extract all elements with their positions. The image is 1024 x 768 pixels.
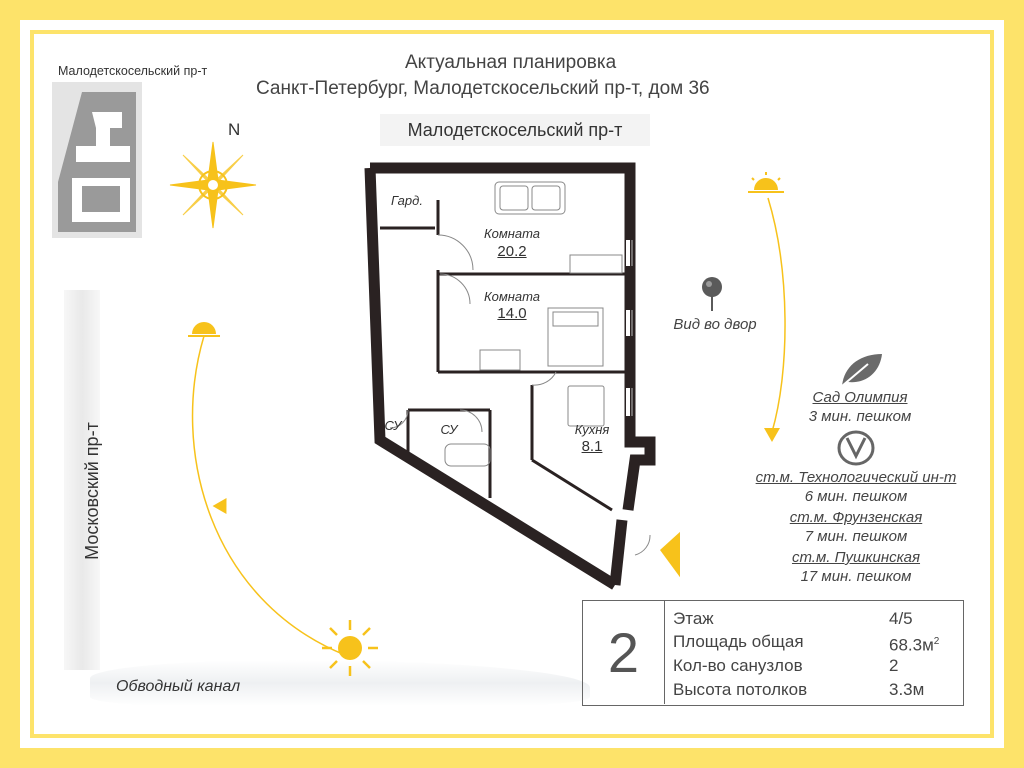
arrow-icon [764, 428, 780, 442]
street-top-label: Малодетскосельский пр-т [380, 114, 650, 146]
bath2-label: СУ [440, 422, 458, 437]
metro-3-name[interactable]: ст.м. Пушкинская [791, 549, 921, 566]
room2-area: 14.0 [497, 305, 527, 322]
info-row-bathrooms: Кол-во санузлов 2 [673, 654, 958, 678]
street-left-label: Московский пр-т [82, 422, 102, 560]
sun-path-right [748, 172, 786, 442]
info-row-floor: Этаж 4/5 [673, 607, 958, 631]
compass-rose-icon [169, 141, 257, 229]
park-walk: 3 мин. пешком [808, 408, 912, 425]
metro-2-walk: 7 мин. пешком [804, 528, 908, 545]
compass-north-label: N [228, 120, 241, 139]
bath1-label: СУ [384, 418, 402, 433]
metro-1-walk: 6 мин. пешком [804, 488, 908, 505]
kitchen-area: 8.1 [581, 438, 603, 455]
canal-label: Обводный канал [116, 678, 241, 695]
metro-1-name[interactable]: ст.м. Технологический ин-т [755, 469, 957, 486]
title-line-2: Санкт-Петербург, Малодетскосельский пр-т… [256, 78, 710, 99]
metro-2-name[interactable]: ст.м. Фрунзенская [789, 509, 923, 526]
sunrise-icon [748, 172, 784, 193]
title-line-1: Актуальная планировка [405, 52, 617, 73]
info-area-key: Площадь общая [673, 632, 804, 651]
room1-area: 20.2 [497, 243, 527, 260]
wardrobe-label: Гард. [391, 193, 423, 208]
room-count: 2 [583, 601, 665, 704]
info-area-value: 68.3м2 [889, 630, 939, 658]
info-ceiling-value: 3.3м [889, 680, 925, 699]
info-floor-key: Этаж [673, 609, 714, 628]
info-floor-value: 4/5 [889, 609, 913, 628]
street-left [64, 290, 100, 670]
kitchen-label: Кухня [574, 422, 610, 437]
park-name[interactable]: Сад Олимпия [812, 389, 908, 406]
info-ceiling-key: Высота потолков [673, 680, 808, 699]
info-row-ceiling: Высота потолков 3.3м [673, 678, 958, 702]
info-bathrooms-value: 2 [889, 656, 899, 675]
mini-map-label: Малодетскосельский пр-т [58, 64, 208, 78]
map-pin-icon [702, 277, 722, 311]
sun-path-left [188, 322, 346, 656]
metro-3-walk: 17 мин. пешком [800, 568, 912, 585]
info-area-number: 68.3м [889, 635, 934, 655]
entrance-arrow-icon [660, 531, 680, 578]
floor-plan [364, 162, 680, 590]
room2-label: Комната [483, 289, 541, 304]
arrow-icon [212, 497, 227, 515]
sunset-icon [188, 322, 220, 337]
mini-map [52, 82, 142, 238]
info-table: 2 Этаж 4/5 Площадь общая 68.3м2 Кол-во с… [582, 600, 964, 706]
info-row-area: Площадь общая 68.3м2 [673, 630, 958, 655]
room1-label: Комната [483, 226, 541, 241]
leaf-icon [841, 354, 882, 387]
info-area-sup: 2 [933, 636, 940, 647]
info-bathrooms-key: Кол-во санузлов [673, 656, 803, 675]
canal [90, 660, 590, 706]
sun-icon [322, 620, 378, 676]
view-label: Вид во двор [673, 316, 757, 333]
metro-icon [837, 430, 875, 466]
inner-frame [30, 30, 994, 738]
